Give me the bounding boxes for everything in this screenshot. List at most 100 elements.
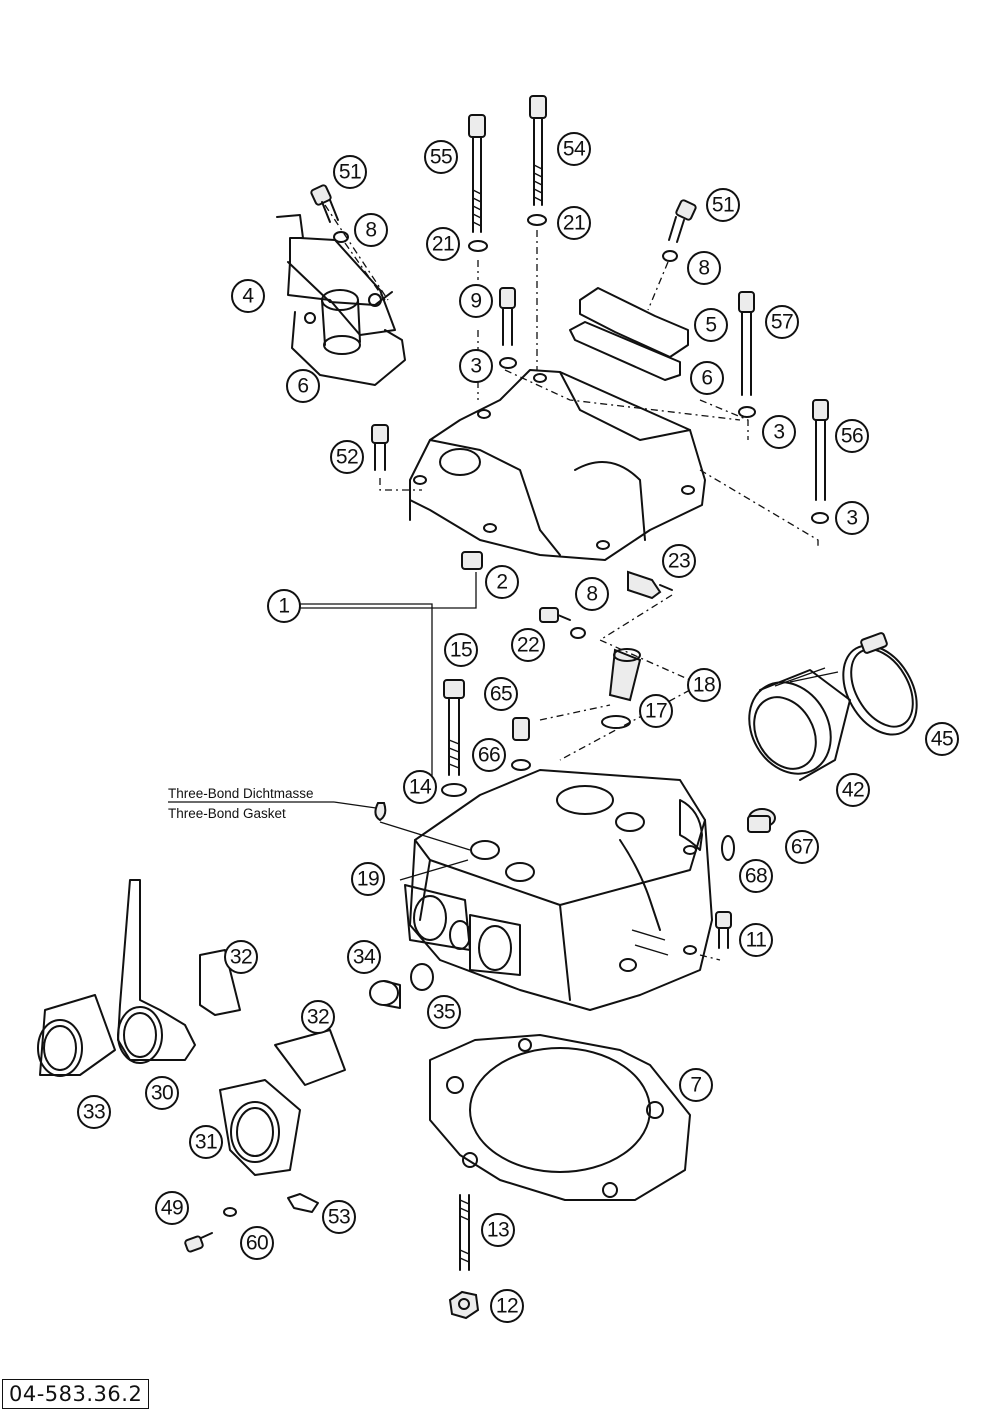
callout-52: 52 — [330, 440, 364, 474]
intake-boot-42 — [748, 667, 851, 781]
callout-1-label: 1 — [278, 595, 289, 618]
camshaft-housing — [409, 369, 706, 561]
callout-7-label: 7 — [690, 1074, 701, 1097]
parts-linework — [37, 95, 918, 1320]
flange-33 — [37, 994, 116, 1077]
callout-57: 57 — [765, 305, 799, 339]
bolt-49 — [184, 1232, 213, 1253]
callout-9-label: 9 — [470, 290, 481, 313]
bolt-54 — [529, 95, 547, 206]
callout-57-label: 57 — [771, 311, 793, 334]
callout-6a-label: 6 — [297, 375, 308, 398]
callout-34: 34 — [347, 940, 381, 974]
callout-12: 12 — [490, 1289, 524, 1323]
callout-51b-label: 51 — [712, 194, 734, 217]
callout-14: 14 — [403, 770, 437, 804]
callout-7: 7 — [679, 1068, 713, 1102]
callout-13-label: 13 — [487, 1219, 509, 1242]
callout-45: 45 — [925, 722, 959, 756]
callout-6b-label: 6 — [701, 367, 712, 390]
head-gasket-7 — [429, 1034, 691, 1201]
note-line-2: Three-Bond Gasket — [168, 806, 286, 821]
washer-14 — [441, 783, 467, 797]
callout-4-label: 4 — [242, 285, 254, 308]
callout-33-label: 33 — [83, 1101, 105, 1124]
washer-3a — [499, 357, 517, 369]
bolt-52 — [371, 424, 389, 471]
gasket-6a — [291, 311, 406, 386]
plug-22 — [539, 607, 571, 623]
callout-42-label: 42 — [842, 779, 864, 802]
sealant-note: Three-Bond Dichtmasse Three-Bond Gasket — [168, 786, 377, 821]
callout-32b-label: 32 — [307, 1006, 329, 1029]
callout-13: 13 — [481, 1213, 515, 1247]
callout-66-label: 66 — [478, 744, 500, 767]
callout-22: 22 — [511, 628, 545, 662]
callout-51a: 51 — [333, 155, 367, 189]
callout-32b: 32 — [301, 1000, 335, 1034]
note-line-1: Three-Bond Dichtmasse — [168, 786, 314, 801]
cylinder-head — [404, 769, 713, 1011]
cover-5 — [579, 287, 689, 358]
callout-30-label: 30 — [151, 1082, 173, 1105]
plug-67 — [747, 808, 776, 833]
callout-group: 1 2 3 3 3 4 5 6 6 7 8 8 8 9 11 12 13 14 … — [77, 132, 959, 1323]
callout-67-label: 67 — [791, 836, 813, 859]
washer-3b — [738, 406, 756, 418]
washer-66 — [511, 759, 531, 771]
callout-8c-label: 8 — [586, 583, 597, 606]
oring-68 — [721, 835, 735, 861]
gasket-32a — [199, 949, 241, 1016]
callout-23: 23 — [662, 544, 696, 578]
callout-11-label: 11 — [746, 929, 767, 952]
callout-21b: 21 — [557, 206, 591, 240]
callout-56-label: 56 — [841, 425, 863, 448]
callout-8a-label: 8 — [365, 219, 376, 242]
callout-31-label: 31 — [195, 1131, 217, 1154]
bolt-57 — [738, 291, 755, 396]
callout-11: 11 — [739, 923, 773, 957]
callout-17-label: 17 — [645, 700, 667, 723]
callout-68: 68 — [739, 859, 773, 893]
callout-6b: 6 — [690, 361, 724, 395]
gasket-53 — [287, 1193, 319, 1213]
callout-18: 18 — [687, 668, 721, 702]
bolt-55 — [468, 114, 486, 233]
washer-60 — [223, 1207, 237, 1217]
callout-3a: 3 — [459, 349, 493, 383]
clamp-45 — [842, 632, 918, 736]
callout-3b-label: 3 — [773, 421, 784, 444]
callout-19: 19 — [351, 862, 385, 896]
callout-49-label: 49 — [161, 1197, 183, 1220]
callout-5-label: 5 — [705, 314, 716, 337]
callout-55-label: 55 — [430, 146, 452, 169]
bolt-56 — [812, 399, 829, 501]
gasket-6b — [569, 321, 681, 381]
callout-34-label: 34 — [353, 946, 376, 969]
bolt-9 — [499, 287, 516, 346]
callout-68-label: 68 — [745, 865, 767, 888]
callout-45-label: 45 — [931, 728, 953, 751]
washer-21b — [527, 214, 547, 226]
sealant-drop — [374, 802, 387, 822]
washer-8a — [333, 231, 349, 243]
oring-17 — [601, 715, 631, 729]
bolt-51a — [310, 184, 339, 223]
callout-66: 66 — [472, 738, 506, 772]
callout-15: 15 — [444, 633, 478, 667]
callout-60: 60 — [240, 1226, 274, 1260]
callout-8b-label: 8 — [698, 257, 709, 280]
callout-32a-label: 32 — [230, 946, 252, 969]
gasket-32b — [274, 1029, 346, 1086]
callout-21a-label: 21 — [432, 233, 454, 256]
sensor-23 — [627, 570, 673, 600]
callout-42: 42 — [836, 773, 870, 807]
callout-33: 33 — [77, 1095, 111, 1129]
callout-22-label: 22 — [517, 634, 539, 657]
callout-8c: 8 — [575, 577, 609, 611]
callout-8b: 8 — [687, 251, 721, 285]
callout-54-label: 54 — [563, 138, 586, 161]
callout-3b: 3 — [762, 415, 796, 449]
callout-23-label: 23 — [668, 550, 690, 573]
callout-51b: 51 — [706, 188, 740, 222]
